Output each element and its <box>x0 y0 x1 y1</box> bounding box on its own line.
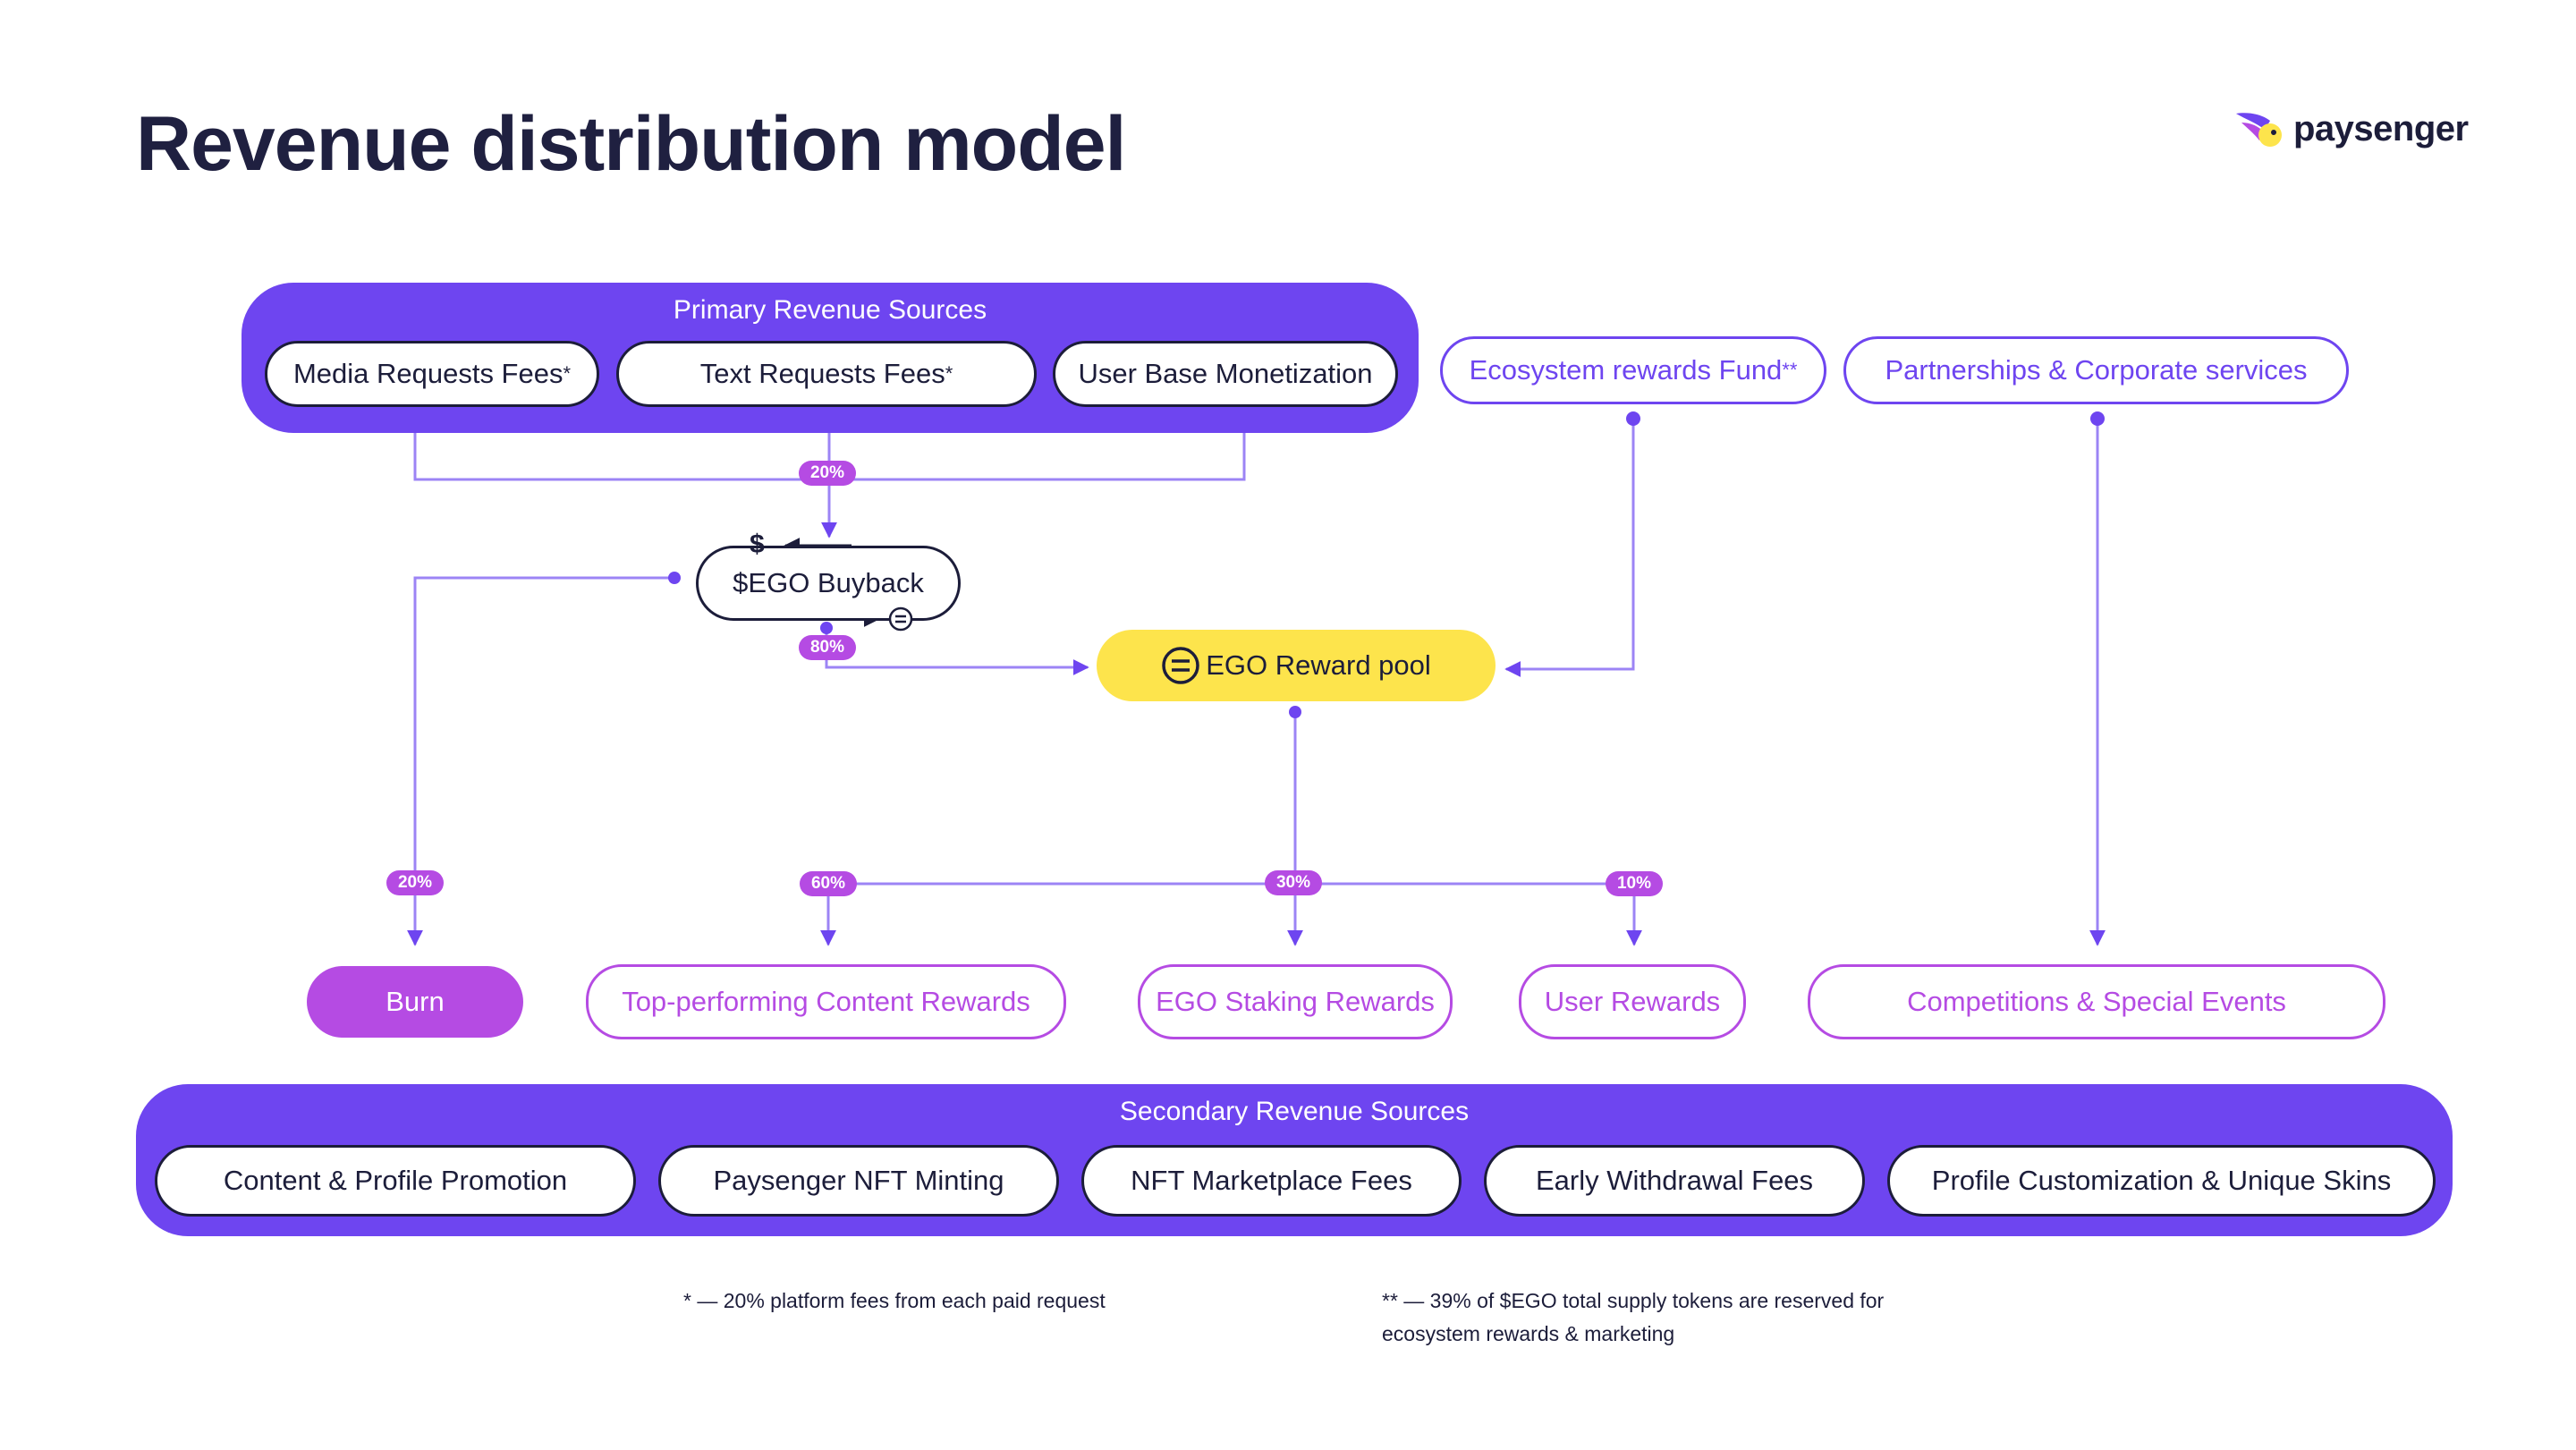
dot-partnerships <box>2090 411 2105 426</box>
line-buyback-to-pool <box>825 628 1089 675</box>
dot-fund <box>1626 411 1640 426</box>
badge-buyback-out: 80% <box>799 635 856 660</box>
ego-coin-icon <box>888 606 913 632</box>
user-base-monetization[interactable]: User Base Monetization <box>1053 341 1398 407</box>
secondary-item-label: Profile Customization & Unique Skins <box>1931 1165 2392 1196</box>
dot-buyback-left <box>668 572 681 584</box>
ego-coin-icon <box>1162 647 1199 684</box>
dot-buyback-bottom <box>820 622 833 634</box>
page-title: Revenue distribution model <box>136 101 1126 187</box>
early-withdrawal-fees[interactable]: Early Withdrawal Fees <box>1484 1145 1865 1217</box>
paysenger-logo-icon <box>2236 112 2282 147</box>
ego-buyback-label: $EGO Buyback <box>733 567 924 598</box>
brand-name: paysenger <box>2293 109 2469 148</box>
burn-label: Burn <box>386 986 445 1017</box>
text-requests-fees[interactable]: Text Requests Fees* <box>616 341 1037 407</box>
ecosystem-rewards-fund-label: Ecosystem rewards Fund <box>1469 354 1783 386</box>
badge-content: 60% <box>800 871 857 896</box>
competitions-label: Competitions & Special Events <box>1907 986 2286 1017</box>
user-rewards[interactable]: User Rewards <box>1519 964 1746 1039</box>
badge-burn: 20% <box>386 870 444 895</box>
top-performing-content-rewards[interactable]: Top-performing Content Rewards <box>586 964 1066 1039</box>
secondary-item-label: Early Withdrawal Fees <box>1535 1165 1814 1196</box>
footnote-token-reserve-line2: ecosystem rewards & marketing <box>1382 1322 1675 1345</box>
footnote-mark-double: ** <box>1782 359 1798 381</box>
line-buyback-to-burn <box>407 576 673 946</box>
primary-revenue-title: Primary Revenue Sources <box>673 295 987 325</box>
footnote-token-reserve: ** — 39% of $EGO total supply tokens are… <box>1382 1285 1884 1351</box>
content-rewards-label: Top-performing Content Rewards <box>622 986 1030 1017</box>
secondary-item-label: NFT Marketplace Fees <box>1131 1165 1412 1196</box>
badge-user: 10% <box>1606 871 1663 896</box>
brand-logo: paysenger <box>2234 109 2469 149</box>
nft-marketplace-fees[interactable]: NFT Marketplace Fees <box>1081 1145 1462 1217</box>
ego-buyback[interactable]: $EGO Buyback <box>696 546 961 621</box>
badge-buyback-in: 20% <box>799 461 856 486</box>
dot-pool-bottom <box>1289 706 1301 718</box>
staking-rewards-label: EGO Staking Rewards <box>1156 986 1435 1017</box>
footnote-mark: * <box>563 362 572 385</box>
ego-reward-pool[interactable]: EGO Reward pool <box>1097 630 1496 701</box>
footnote-mark: * <box>945 362 953 385</box>
line-fund-to-pool <box>1504 419 1635 677</box>
secondary-item-label: Paysenger NFT Minting <box>713 1165 1004 1196</box>
burn[interactable]: Burn <box>307 966 523 1038</box>
ego-staking-rewards[interactable]: EGO Staking Rewards <box>1138 964 1453 1039</box>
content-profile-promotion[interactable]: Content & Profile Promotion <box>155 1145 636 1217</box>
profile-customization-unique-skins[interactable]: Profile Customization & Unique Skins <box>1887 1145 2436 1217</box>
secondary-item-label: Content & Profile Promotion <box>223 1165 568 1196</box>
competitions-special-events[interactable]: Competitions & Special Events <box>1808 964 2385 1039</box>
media-requests-fees-label: Media Requests Fees <box>292 358 564 389</box>
paysenger-nft-minting[interactable]: Paysenger NFT Minting <box>658 1145 1059 1217</box>
ego-reward-pool-label: EGO Reward pool <box>1206 649 1431 681</box>
footnote-token-reserve-line1: ** — 39% of $EGO total supply tokens are… <box>1382 1289 1885 1312</box>
text-requests-fees-label: Text Requests Fees <box>699 358 945 389</box>
user-base-monetization-label: User Base Monetization <box>1078 358 1373 389</box>
partnerships-corporate-services[interactable]: Partnerships & Corporate services <box>1843 336 2349 404</box>
ecosystem-rewards-fund[interactable]: Ecosystem rewards Fund** <box>1440 336 1826 404</box>
media-requests-fees[interactable]: Media Requests Fees* <box>265 341 599 407</box>
secondary-revenue-title: Secondary Revenue Sources <box>1119 1097 1470 1126</box>
partnerships-label: Partnerships & Corporate services <box>1885 354 2308 386</box>
dollar-symbol: $ <box>750 530 765 559</box>
badge-staking: 30% <box>1265 870 1322 895</box>
footnote-platform-fees: * — 20% platform fees from each paid req… <box>683 1289 1106 1312</box>
user-rewards-label: User Rewards <box>1544 986 1721 1017</box>
